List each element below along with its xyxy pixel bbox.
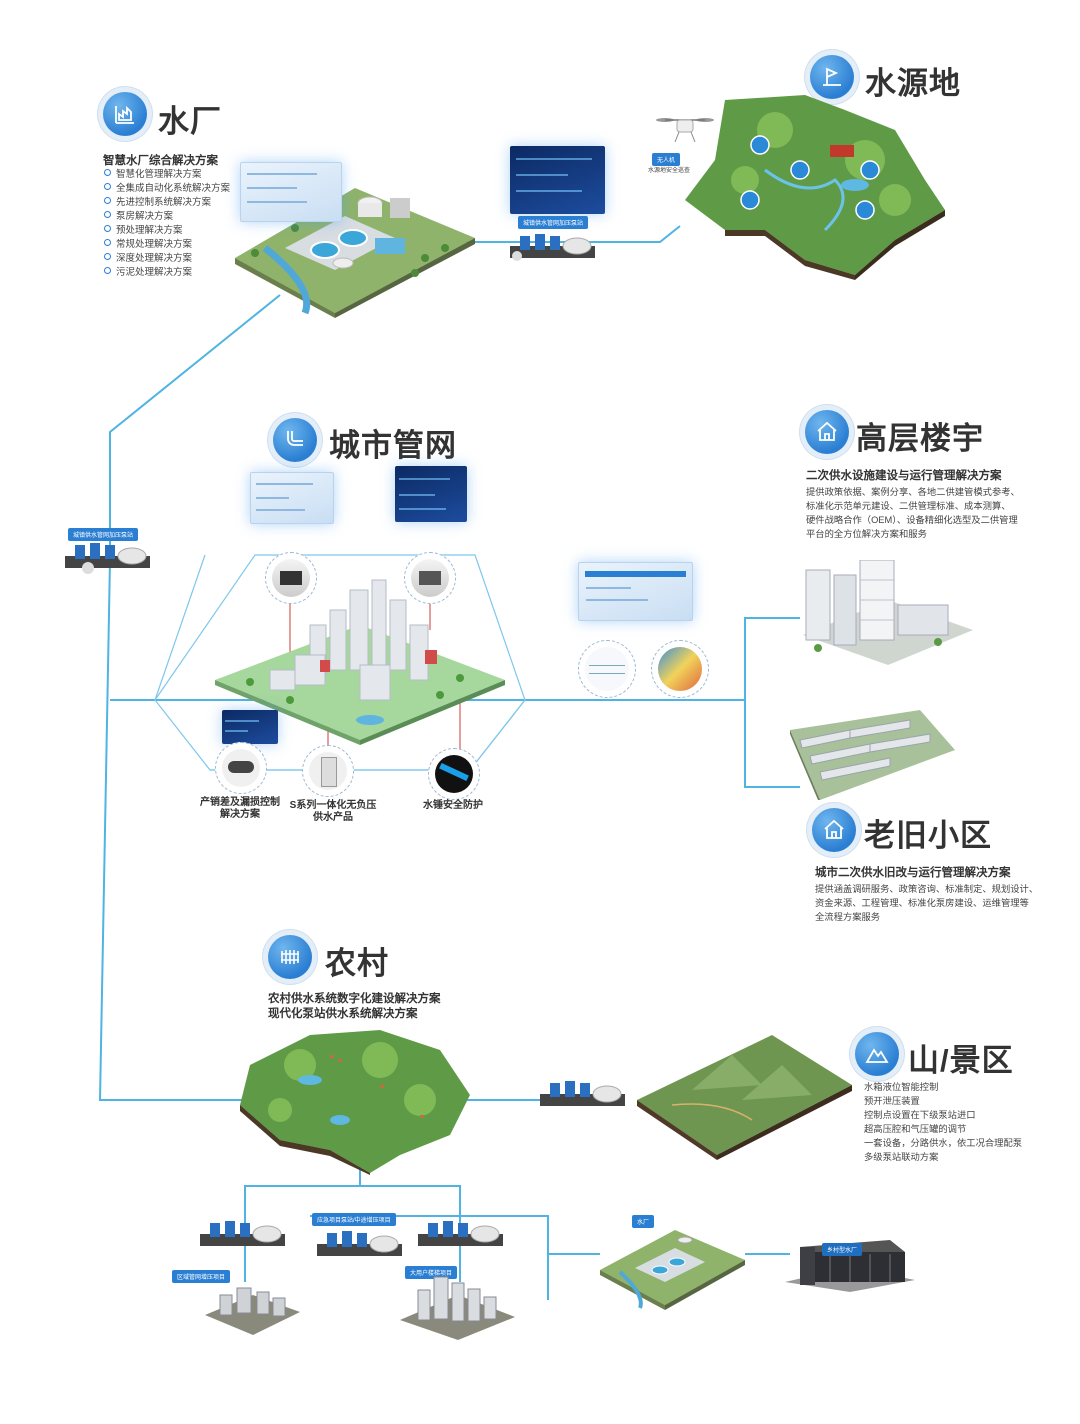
list-item: 深度处理解决方案	[104, 252, 230, 266]
high-rise-desc: 提供政策依据、案例分享、各地二供建管模式参考、 标准化示范单元建设、二供管理标准…	[806, 487, 1020, 539]
network-screen-2	[395, 466, 467, 522]
water-plant-list: 智慧化管理解决方案 全集成自动化系统解决方案 先进控制系统解决方案 泵房解决方案…	[104, 168, 230, 280]
leak-control-screen	[222, 710, 278, 744]
list-item: 多级泵站联动方案	[864, 1152, 939, 1162]
list-item: 控制点设置在下级泵站进口	[864, 1110, 976, 1120]
district-buildings	[205, 1287, 300, 1335]
list-item: 泵房解决方案	[104, 210, 230, 224]
rural-map	[240, 1030, 470, 1175]
pump-monitor-screen	[510, 146, 605, 214]
pump-station-icon	[540, 1081, 625, 1106]
pump-station-icon	[317, 1231, 402, 1256]
flag-water-icon	[810, 55, 854, 99]
list-item: 先进控制系统解决方案	[104, 196, 230, 210]
old-community-subtitle: 城市二次供水旧改与运行管理解决方案	[815, 867, 1011, 879]
leak-control-thumb	[215, 742, 267, 794]
mountain-map	[637, 1035, 852, 1160]
water-plant-title: 水厂	[158, 104, 222, 139]
village-plant-building	[785, 1240, 915, 1292]
plant-monitor-screen	[240, 162, 342, 222]
high-user-tag: 大用户楼梯项目	[405, 1266, 458, 1279]
water-plant-illustration	[235, 188, 475, 318]
network-screen-1	[250, 472, 334, 524]
old-community-desc: 提供涵盖调研服务、政策咨询、标准制定、规划设计、 资金来源、工程管理、标准化泵房…	[815, 884, 1039, 922]
city-illustration	[215, 579, 505, 745]
list-item: 超高压腔和气压罐的调节	[864, 1124, 967, 1134]
mountain-icon	[855, 1032, 899, 1076]
radiator-icon	[268, 935, 312, 979]
high-rise-subtitle: 二次供水设施建设与运行管理解决方案	[806, 470, 1002, 482]
rural-subtitle-1: 农村供水系统数字化建设解决方案	[268, 993, 441, 1005]
pump-station-icon	[200, 1221, 285, 1246]
pump-station-tag-left: 城镇供水管网加压泵站	[68, 528, 139, 541]
pump-station-icon	[418, 1221, 503, 1246]
house-icon	[812, 808, 856, 852]
plant-small-tag: 水厂	[632, 1215, 655, 1228]
list-item: 水箱液位智能控制	[864, 1082, 939, 1092]
drone-tag: 无人机	[652, 153, 681, 166]
pump-station-icon	[65, 543, 150, 574]
city-network-title: 城市管网	[329, 428, 457, 463]
s-series-thumb	[302, 745, 354, 797]
leak-control-caption: 产销差及漏损控制 解决方案	[200, 797, 280, 820]
rural-title: 农村	[325, 946, 389, 981]
pipe-icon	[273, 418, 317, 462]
mountain-list: 水箱液位智能控制 预开泄压装置 控制点设置在下级泵站进口 超高压腔和气压罐的调节…	[864, 1080, 1022, 1164]
district-tag: 区域管网增压项目	[172, 1270, 231, 1283]
water-plant-subtitle: 智慧水厂综合解决方案	[103, 155, 218, 167]
list-item: 污泥处理解决方案	[104, 266, 230, 280]
factory-chart-icon	[103, 92, 147, 136]
mountain-title: 山/景区	[908, 1043, 1014, 1078]
chart-thumb	[578, 640, 636, 698]
list-item: 常规处理解决方案	[104, 238, 230, 252]
list-item: 全集成自动化系统解决方案	[104, 182, 230, 196]
high-rise-illustration	[803, 560, 973, 665]
emergency-tag: 应急项目泵站/中途增压项目	[312, 1213, 396, 1226]
drone-caption: 水源地安全巡查	[648, 168, 691, 174]
village-plant-tag: 乡村型水厂	[822, 1243, 863, 1256]
old-community-title: 老旧小区	[864, 818, 992, 853]
product-thumb-2	[404, 552, 456, 604]
network-screen-3	[578, 562, 693, 621]
list-item: 一套设备，分路供水，依工况合理配泵	[864, 1138, 1023, 1148]
hammer-caption: 水锤安全防护	[423, 800, 483, 811]
s-series-caption: S系列一体化无负压 供水产品	[289, 800, 377, 823]
list-item: 预处理解决方案	[104, 224, 230, 238]
pump-station-tag-top: 城镇供水管网加压泵站	[518, 216, 589, 229]
drone-icon	[656, 118, 714, 143]
rural-subtitle-2: 现代化泵站供水系统解决方案	[268, 1008, 418, 1020]
high-rise-title: 高层楼宇	[856, 421, 984, 456]
water-source-title: 水源地	[865, 66, 961, 101]
house-icon	[805, 410, 849, 454]
small-water-plant-illustration	[600, 1230, 745, 1310]
list-item: 预开泄压装置	[864, 1096, 920, 1106]
heatmap-thumb	[651, 640, 709, 698]
product-thumb-1	[265, 552, 317, 604]
old-community-illustration	[790, 710, 955, 800]
high-user-buildings	[400, 1276, 515, 1340]
water-source-map	[685, 95, 945, 280]
hammer-thumb	[428, 748, 480, 800]
pump-station-icon	[510, 234, 595, 261]
list-item: 智慧化管理解决方案	[104, 168, 230, 182]
